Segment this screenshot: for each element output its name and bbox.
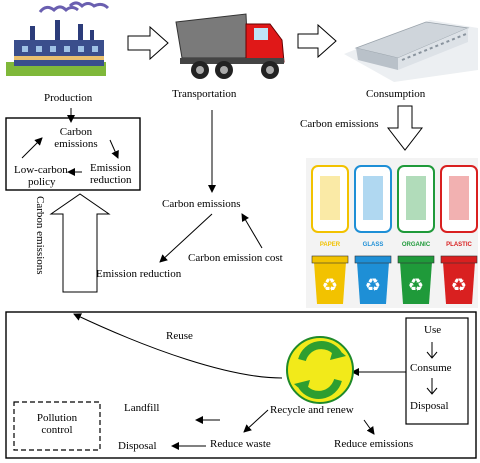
- bin-label-paper: PAPER: [320, 242, 341, 248]
- reduce-waste-label: Reduce waste: [210, 438, 271, 450]
- emission-reduction-box-label: Emission reduction: [90, 162, 132, 186]
- pollution-control-box: [13, 401, 101, 451]
- reduce-emissions-label: Reduce emissions: [334, 438, 414, 450]
- bin-organic: ORGANIC ♻: [397, 165, 435, 304]
- use-label: Use: [424, 324, 442, 336]
- svg-text:♻: ♻: [365, 275, 381, 296]
- consume-label: Consume: [410, 362, 452, 374]
- production-label: Production: [44, 92, 93, 104]
- reuse-label: Reuse: [166, 330, 193, 342]
- carbon-emissions-center-label: Carbon emissions: [162, 198, 241, 210]
- recycle-symbol-icon: [286, 336, 354, 404]
- bin-label-glass: GLASS: [363, 242, 384, 248]
- hollow-arrow-consumption-down: [386, 105, 424, 151]
- recycle-renew-label: Recycle and renew: [270, 404, 354, 416]
- bin-plastic: PLASTIC ♻: [440, 165, 478, 304]
- svg-text:♻: ♻: [408, 275, 424, 296]
- low-carbon-policy-label: Low-carbon policy: [14, 164, 68, 188]
- consumption-label: Consumption: [366, 88, 426, 100]
- factory-icon: [6, 1, 110, 76]
- svg-text:♻: ♻: [322, 275, 338, 296]
- bin-label-plastic: PLASTIC: [446, 242, 472, 248]
- use-cycle-box: [405, 317, 469, 425]
- disposal-bottom-label: Disposal: [118, 440, 157, 452]
- carbon-emissions-consumption-label: Carbon emissions: [300, 118, 379, 130]
- hollow-arrow-production-to-transport: [127, 25, 169, 61]
- pollution-control-label: Pollution control: [36, 412, 78, 436]
- warehouse-icon: [344, 20, 478, 82]
- bin-glass: GLASS ♻: [354, 165, 392, 304]
- svg-text:♻: ♻: [451, 275, 467, 296]
- carbon-emission-cost-label: Carbon emission cost: [188, 252, 283, 264]
- carbon-emissions-vertical-label: Carbon emissions: [34, 196, 46, 275]
- bin-label-organic: ORGANIC: [402, 242, 431, 248]
- transportation-label: Transportation: [172, 88, 237, 100]
- emission-reduction-center-label: Emission reduction: [96, 268, 182, 280]
- lifecycle-box: [5, 311, 477, 459]
- landfill-label: Landfill: [124, 402, 160, 414]
- bin-paper: PAPER ♻: [311, 165, 349, 304]
- carbon-emissions-box-label: Carbon emissions: [54, 126, 98, 150]
- hollow-arrow-up-left: [49, 193, 111, 293]
- disposal-right-label: Disposal: [410, 400, 449, 412]
- recycling-bins-icon: PAPER ♻ GLASS ♻ ORGANIC ♻ PLASTIC ♻: [306, 158, 478, 308]
- hollow-arrow-transport-to-consumption: [297, 23, 337, 59]
- dump-truck-icon: [175, 13, 285, 79]
